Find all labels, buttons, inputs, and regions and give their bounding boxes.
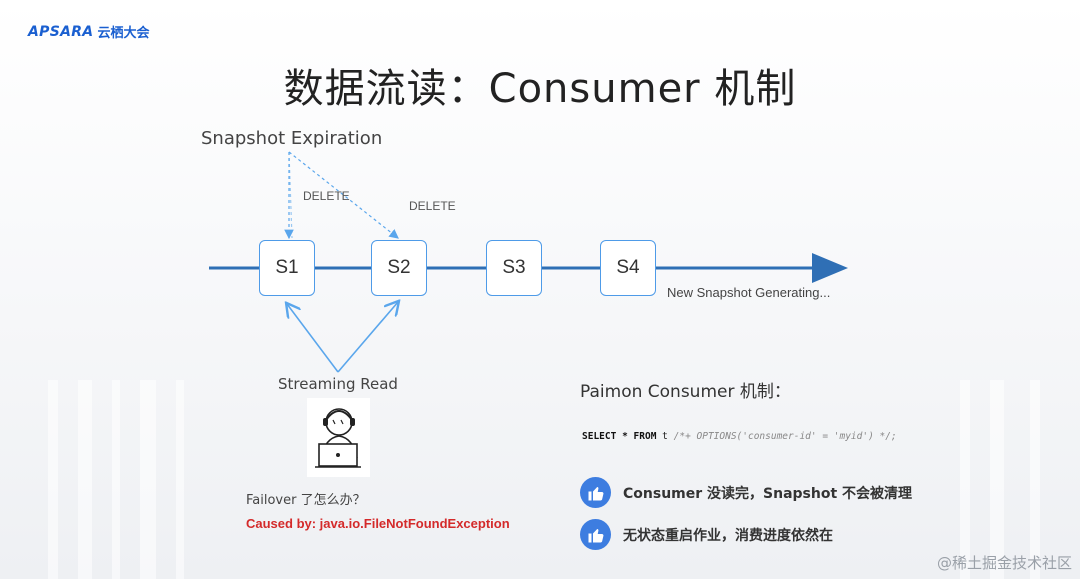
new-snapshot-label: New Snapshot Generating... (667, 285, 831, 300)
snapshot-box-s3: S3 (486, 240, 542, 296)
logo-cn: 云栖大会 (97, 26, 150, 41)
consumer-section-title: Paimon Consumer 机制： (580, 382, 791, 402)
slide-title: 数据流读：Consumer 机制 (283, 66, 797, 112)
snapshot-expiration-label: Snapshot Expiration (201, 128, 383, 149)
snapshot-box-s2: S2 (371, 240, 427, 296)
expire-dashed-arrow-s2 (288, 151, 399, 239)
stream-arrow-s1 (287, 304, 339, 373)
benefit-text: Consumer 没读完，Snapshot 不会被清理 (623, 485, 913, 502)
logo-brand: APSARA (28, 23, 94, 40)
sql-statement: SELECT * FROM t /*+ OPTIONS('consumer-id… (582, 431, 897, 442)
benefit-item: Consumer 没读完，Snapshot 不会被清理 (580, 477, 912, 508)
sql-hint: /*+ OPTIONS('consumer-id' = 'myid') */; (673, 431, 897, 442)
thumbs-up-icon (580, 519, 611, 550)
stream-arrow-s2 (337, 302, 398, 373)
delete-label-s2: DELETE (409, 199, 456, 213)
thumbs-up-icon (580, 477, 611, 508)
failover-question: Failover 了怎么办？ (246, 493, 366, 508)
developer-sketch-icon (307, 398, 370, 477)
benefit-text: 无状态重启作业，消费进度依然在 (623, 527, 833, 544)
sql-table: t (662, 431, 668, 442)
expire-dashed-arrow-s1 (288, 151, 293, 239)
snapshot-box-s1: S1 (259, 240, 315, 296)
watermark: @稀土掘金技术社区 (936, 554, 1072, 572)
streaming-read-label: Streaming Read (278, 375, 398, 393)
apsara-logo: APSARA 云栖大会 (28, 22, 150, 42)
sql-star: * (622, 431, 628, 442)
snapshot-box-s4: S4 (600, 240, 656, 296)
exception-text: Caused by: java.io.FileNotFoundException (246, 516, 510, 531)
delete-label-s1: DELETE (303, 189, 350, 203)
sql-from: FROM (633, 431, 657, 442)
sql-select: SELECT (582, 431, 617, 442)
benefit-item: 无状态重启作业，消费进度依然在 (580, 519, 833, 550)
